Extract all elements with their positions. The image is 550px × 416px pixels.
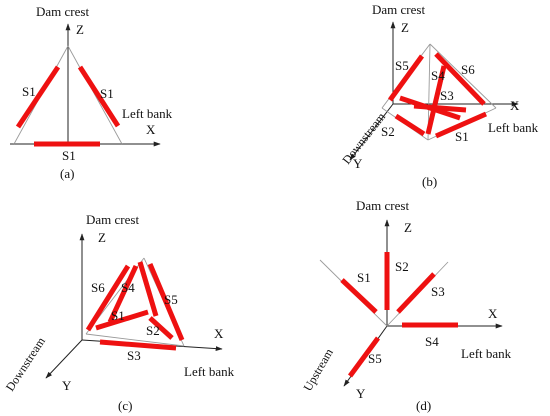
panel-c-caption: (c) bbox=[118, 398, 132, 413]
panel-a-x-label: X bbox=[146, 122, 156, 137]
panel-c-label-s4: S4 bbox=[121, 280, 135, 295]
panel-c-member-s3 bbox=[99, 339, 177, 351]
panel-d-z-label: Z bbox=[404, 220, 412, 235]
panel-a-member-s1-left bbox=[15, 65, 61, 129]
panel-c-y-label: Y bbox=[62, 378, 72, 393]
panel-b-label-s4: S4 bbox=[431, 68, 445, 83]
panel-d-member-s3 bbox=[396, 272, 436, 314]
panel-a-z-label: Z bbox=[76, 22, 84, 37]
panel-c-member-s6 bbox=[85, 264, 131, 332]
panel-c: Dam crest Z X Y Downstream Left bank S6 … bbox=[3, 212, 235, 413]
panel-d-dam-crest-label: Dam crest bbox=[356, 198, 409, 213]
panel-b-label-s5: S5 bbox=[395, 58, 409, 73]
panel-b-y-label: Y bbox=[353, 156, 363, 171]
panel-a-caption: (a) bbox=[60, 166, 74, 181]
panel-d-member-s5 bbox=[347, 336, 381, 378]
panel-c-y-axis bbox=[45, 339, 83, 379]
panel-a-label-s1-right: S1 bbox=[100, 86, 114, 101]
panel-a: Dam crest Z X Left bank S1 S1 S1 (a) bbox=[10, 4, 173, 181]
panel-b-label-s1: S1 bbox=[455, 129, 469, 144]
panel-c-label-s1: S1 bbox=[111, 308, 125, 323]
panel-c-label-s6: S6 bbox=[91, 280, 105, 295]
panel-b-member-s1 bbox=[434, 111, 488, 139]
panel-a-guide-right bbox=[67, 45, 123, 145]
panel-a-member-s1-right bbox=[77, 65, 121, 128]
panel-c-label-s3: S3 bbox=[127, 348, 141, 363]
panel-d-x-label: X bbox=[488, 306, 498, 321]
panel-d-label-s4: S4 bbox=[425, 334, 439, 349]
panel-c-label-s2: S2 bbox=[146, 323, 160, 338]
panel-b-member-s4 bbox=[425, 65, 447, 135]
panel-c-member-s4 bbox=[107, 264, 139, 324]
panel-c-label-s5: S5 bbox=[164, 292, 178, 307]
panel-c-x-label: X bbox=[214, 326, 224, 341]
panel-b-label-s6: S6 bbox=[461, 62, 475, 77]
panel-c-member-s4-b bbox=[137, 261, 159, 317]
panel-b-x-label: X bbox=[510, 98, 520, 113]
panel-b-left-bank-label: Left bank bbox=[488, 120, 539, 135]
panel-d-label-s1: S1 bbox=[357, 270, 371, 285]
panel-b-y-axis bbox=[349, 103, 394, 161]
panel-b-member-s5 bbox=[387, 54, 425, 102]
panel-b-member-s2 bbox=[394, 113, 426, 137]
panel-b-z-label: Z bbox=[401, 20, 409, 35]
panel-b-member-s3-b bbox=[413, 103, 467, 113]
panel-a-label-s1-left: S1 bbox=[22, 84, 36, 99]
panel-d-caption: (d) bbox=[416, 398, 431, 413]
panel-b-caption: (b) bbox=[422, 174, 437, 189]
panel-c-member-s2 bbox=[148, 316, 174, 340]
panel-c-dam-crest-label: Dam crest bbox=[86, 212, 139, 227]
panel-b: Dam crest Z X Y Downstream Left bank S5 … bbox=[339, 2, 538, 189]
panel-d-label-s3: S3 bbox=[431, 284, 445, 299]
panel-d-left-bank-label: Left bank bbox=[461, 346, 512, 361]
panel-c-downstream-label: Downstream bbox=[3, 334, 49, 394]
panel-c-guide-3 bbox=[85, 333, 185, 347]
panel-b-label-s3: S3 bbox=[440, 88, 454, 103]
panel-a-dam-crest-label: Dam crest bbox=[36, 4, 89, 19]
panel-a-left-bank-label: Left bank bbox=[122, 106, 173, 121]
panel-d-upstream-label: Upstream bbox=[300, 346, 336, 394]
panel-c-z-label: Z bbox=[98, 230, 106, 245]
panel-c-left-bank-label: Left bank bbox=[184, 364, 235, 379]
panel-d-label-s5: S5 bbox=[368, 351, 382, 366]
panel-b-dam-crest-label: Dam crest bbox=[372, 2, 425, 17]
panel-d-y-label: Y bbox=[356, 386, 366, 401]
panel-d: Dam crest Z X Y Upstream Left bank S1 S2… bbox=[300, 198, 511, 413]
panel-b-member-s6 bbox=[434, 52, 486, 106]
panel-d-member-s1 bbox=[340, 278, 378, 314]
panel-a-label-s1-bottom: S1 bbox=[62, 148, 76, 163]
panel-b-label-s2: S2 bbox=[381, 124, 395, 139]
panel-b-guide-2 bbox=[429, 43, 497, 109]
panel-c-member-s1 bbox=[95, 309, 149, 331]
panel-d-label-s2: S2 bbox=[395, 259, 409, 274]
panel-c-member-s5 bbox=[147, 263, 185, 341]
